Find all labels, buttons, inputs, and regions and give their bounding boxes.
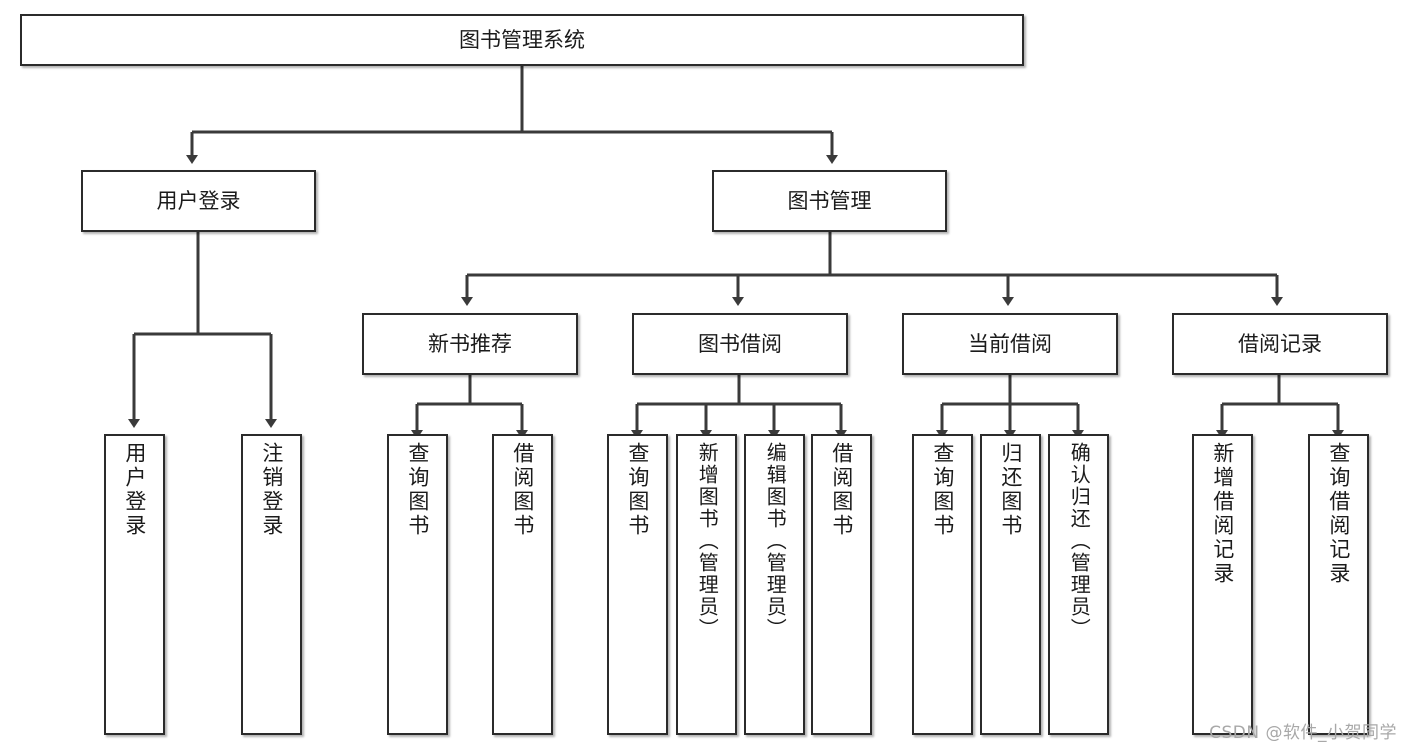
node-leaf-user-login[interactable]: 用户登录 [104, 434, 165, 735]
node-leaf-user-logout[interactable]: 注销登录 [241, 434, 302, 735]
node-book-manage[interactable]: 图书管理 [712, 170, 947, 232]
node-current-borrow[interactable]: 当前借阅 [902, 313, 1118, 375]
node-book-borrow-label: 图书借阅 [698, 331, 782, 356]
node-book-manage-label: 图书管理 [787, 188, 872, 213]
node-leaf-query-book-2[interactable]: 查询图书 [607, 434, 668, 735]
node-leaf-borrow-book-2-label: 借阅图书 [829, 442, 854, 538]
node-user-login[interactable]: 用户登录 [81, 170, 316, 232]
node-leaf-query-book-2-label: 查询图书 [625, 442, 650, 538]
node-leaf-add-record-label: 新增借阅记录 [1210, 442, 1235, 586]
node-leaf-add-record[interactable]: 新增借阅记录 [1192, 434, 1253, 735]
node-new-book-recommend-label: 新书推荐 [428, 331, 512, 356]
node-current-borrow-label: 当前借阅 [968, 331, 1052, 356]
node-leaf-confirm-return-label: 确认归还（管理员） [1067, 442, 1092, 640]
node-leaf-confirm-return[interactable]: 确认归还（管理员） [1048, 434, 1109, 735]
node-leaf-edit-book-label: 编辑图书（管理员） [763, 442, 788, 640]
node-borrow-record-label: 借阅记录 [1238, 331, 1322, 356]
node-leaf-return-book-label: 归还图书 [998, 442, 1023, 538]
node-root-label: 图书管理系统 [459, 27, 585, 52]
node-book-borrow[interactable]: 图书借阅 [632, 313, 848, 375]
node-new-book-recommend[interactable]: 新书推荐 [362, 313, 578, 375]
node-leaf-add-book[interactable]: 新增图书（管理员） [676, 434, 737, 735]
node-leaf-query-record[interactable]: 查询借阅记录 [1308, 434, 1369, 735]
node-leaf-query-record-label: 查询借阅记录 [1326, 442, 1351, 586]
node-borrow-record[interactable]: 借阅记录 [1172, 313, 1388, 375]
node-leaf-borrow-book-1-label: 借阅图书 [510, 442, 535, 538]
node-leaf-query-book-1[interactable]: 查询图书 [387, 434, 448, 735]
node-leaf-borrow-book-2[interactable]: 借阅图书 [811, 434, 872, 735]
node-leaf-query-book-3-label: 查询图书 [930, 442, 955, 538]
node-leaf-edit-book[interactable]: 编辑图书（管理员） [744, 434, 805, 735]
node-root[interactable]: 图书管理系统 [20, 14, 1024, 66]
node-leaf-user-login-label: 用户登录 [122, 442, 147, 538]
node-leaf-add-book-label: 新增图书（管理员） [695, 442, 720, 640]
node-leaf-query-book-1-label: 查询图书 [405, 442, 430, 538]
node-leaf-borrow-book-1[interactable]: 借阅图书 [492, 434, 553, 735]
node-leaf-user-logout-label: 注销登录 [259, 442, 284, 538]
node-leaf-query-book-3[interactable]: 查询图书 [912, 434, 973, 735]
node-leaf-return-book[interactable]: 归还图书 [980, 434, 1041, 735]
node-user-login-label: 用户登录 [156, 188, 241, 213]
